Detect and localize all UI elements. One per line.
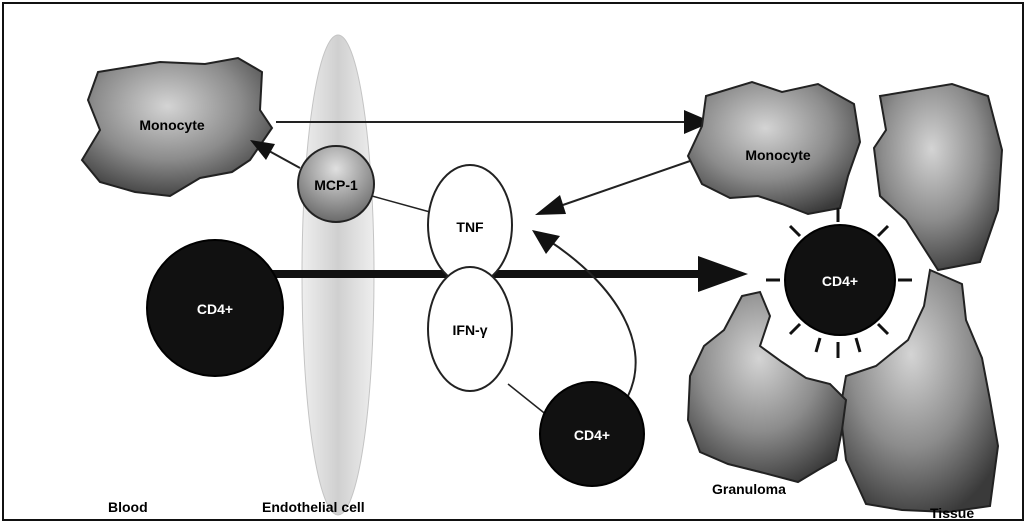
granuloma-label: Granuloma bbox=[712, 481, 786, 497]
cd4-right-rays bbox=[766, 208, 912, 358]
cd4-to-tnf-curve bbox=[547, 239, 637, 397]
cd4-right-label: CD4+ bbox=[822, 273, 858, 289]
monocyte-migration-arrowhead bbox=[684, 110, 712, 134]
cd4-bottom-label: CD4+ bbox=[574, 427, 610, 443]
mcp1-to-monocyte-arrowhead bbox=[250, 140, 275, 160]
cd4-right-cell bbox=[784, 224, 896, 336]
ifn-cd4-link bbox=[507, 383, 549, 417]
monocyte-left-shape bbox=[80, 56, 274, 198]
endothelial-label: Endothelial cell bbox=[262, 499, 365, 515]
cd4-to-tnf-arrowhead bbox=[532, 230, 560, 254]
cd4-migration-arrowhead bbox=[698, 256, 748, 292]
ifn-label: IFN-γ bbox=[453, 322, 488, 338]
blood-label: Blood bbox=[108, 499, 148, 515]
monocyte-to-tnf-arrowhead bbox=[535, 195, 566, 215]
cd4-left-label: CD4+ bbox=[197, 301, 233, 317]
tissue-label: Tissue bbox=[930, 505, 974, 521]
cd4-left-cell bbox=[146, 239, 284, 377]
tnf-label: TNF bbox=[456, 219, 484, 235]
cd4-bottom-cell bbox=[539, 381, 645, 487]
tissue-cell-bottom-shape bbox=[838, 268, 1000, 514]
monocyte-right-shape bbox=[686, 80, 862, 216]
monocyte-left-label: Monocyte bbox=[139, 117, 205, 133]
granuloma-cell-shape bbox=[686, 290, 848, 484]
mcp1-circle bbox=[297, 145, 375, 223]
mcp1-tnf-link bbox=[371, 195, 431, 213]
ifn-ellipse bbox=[427, 266, 513, 392]
mcp1-label: MCP-1 bbox=[314, 177, 358, 193]
tissue-cell-top-shape bbox=[872, 82, 1004, 272]
diagram-border bbox=[2, 2, 1024, 521]
monocyte-right-label: Monocyte bbox=[745, 147, 811, 163]
